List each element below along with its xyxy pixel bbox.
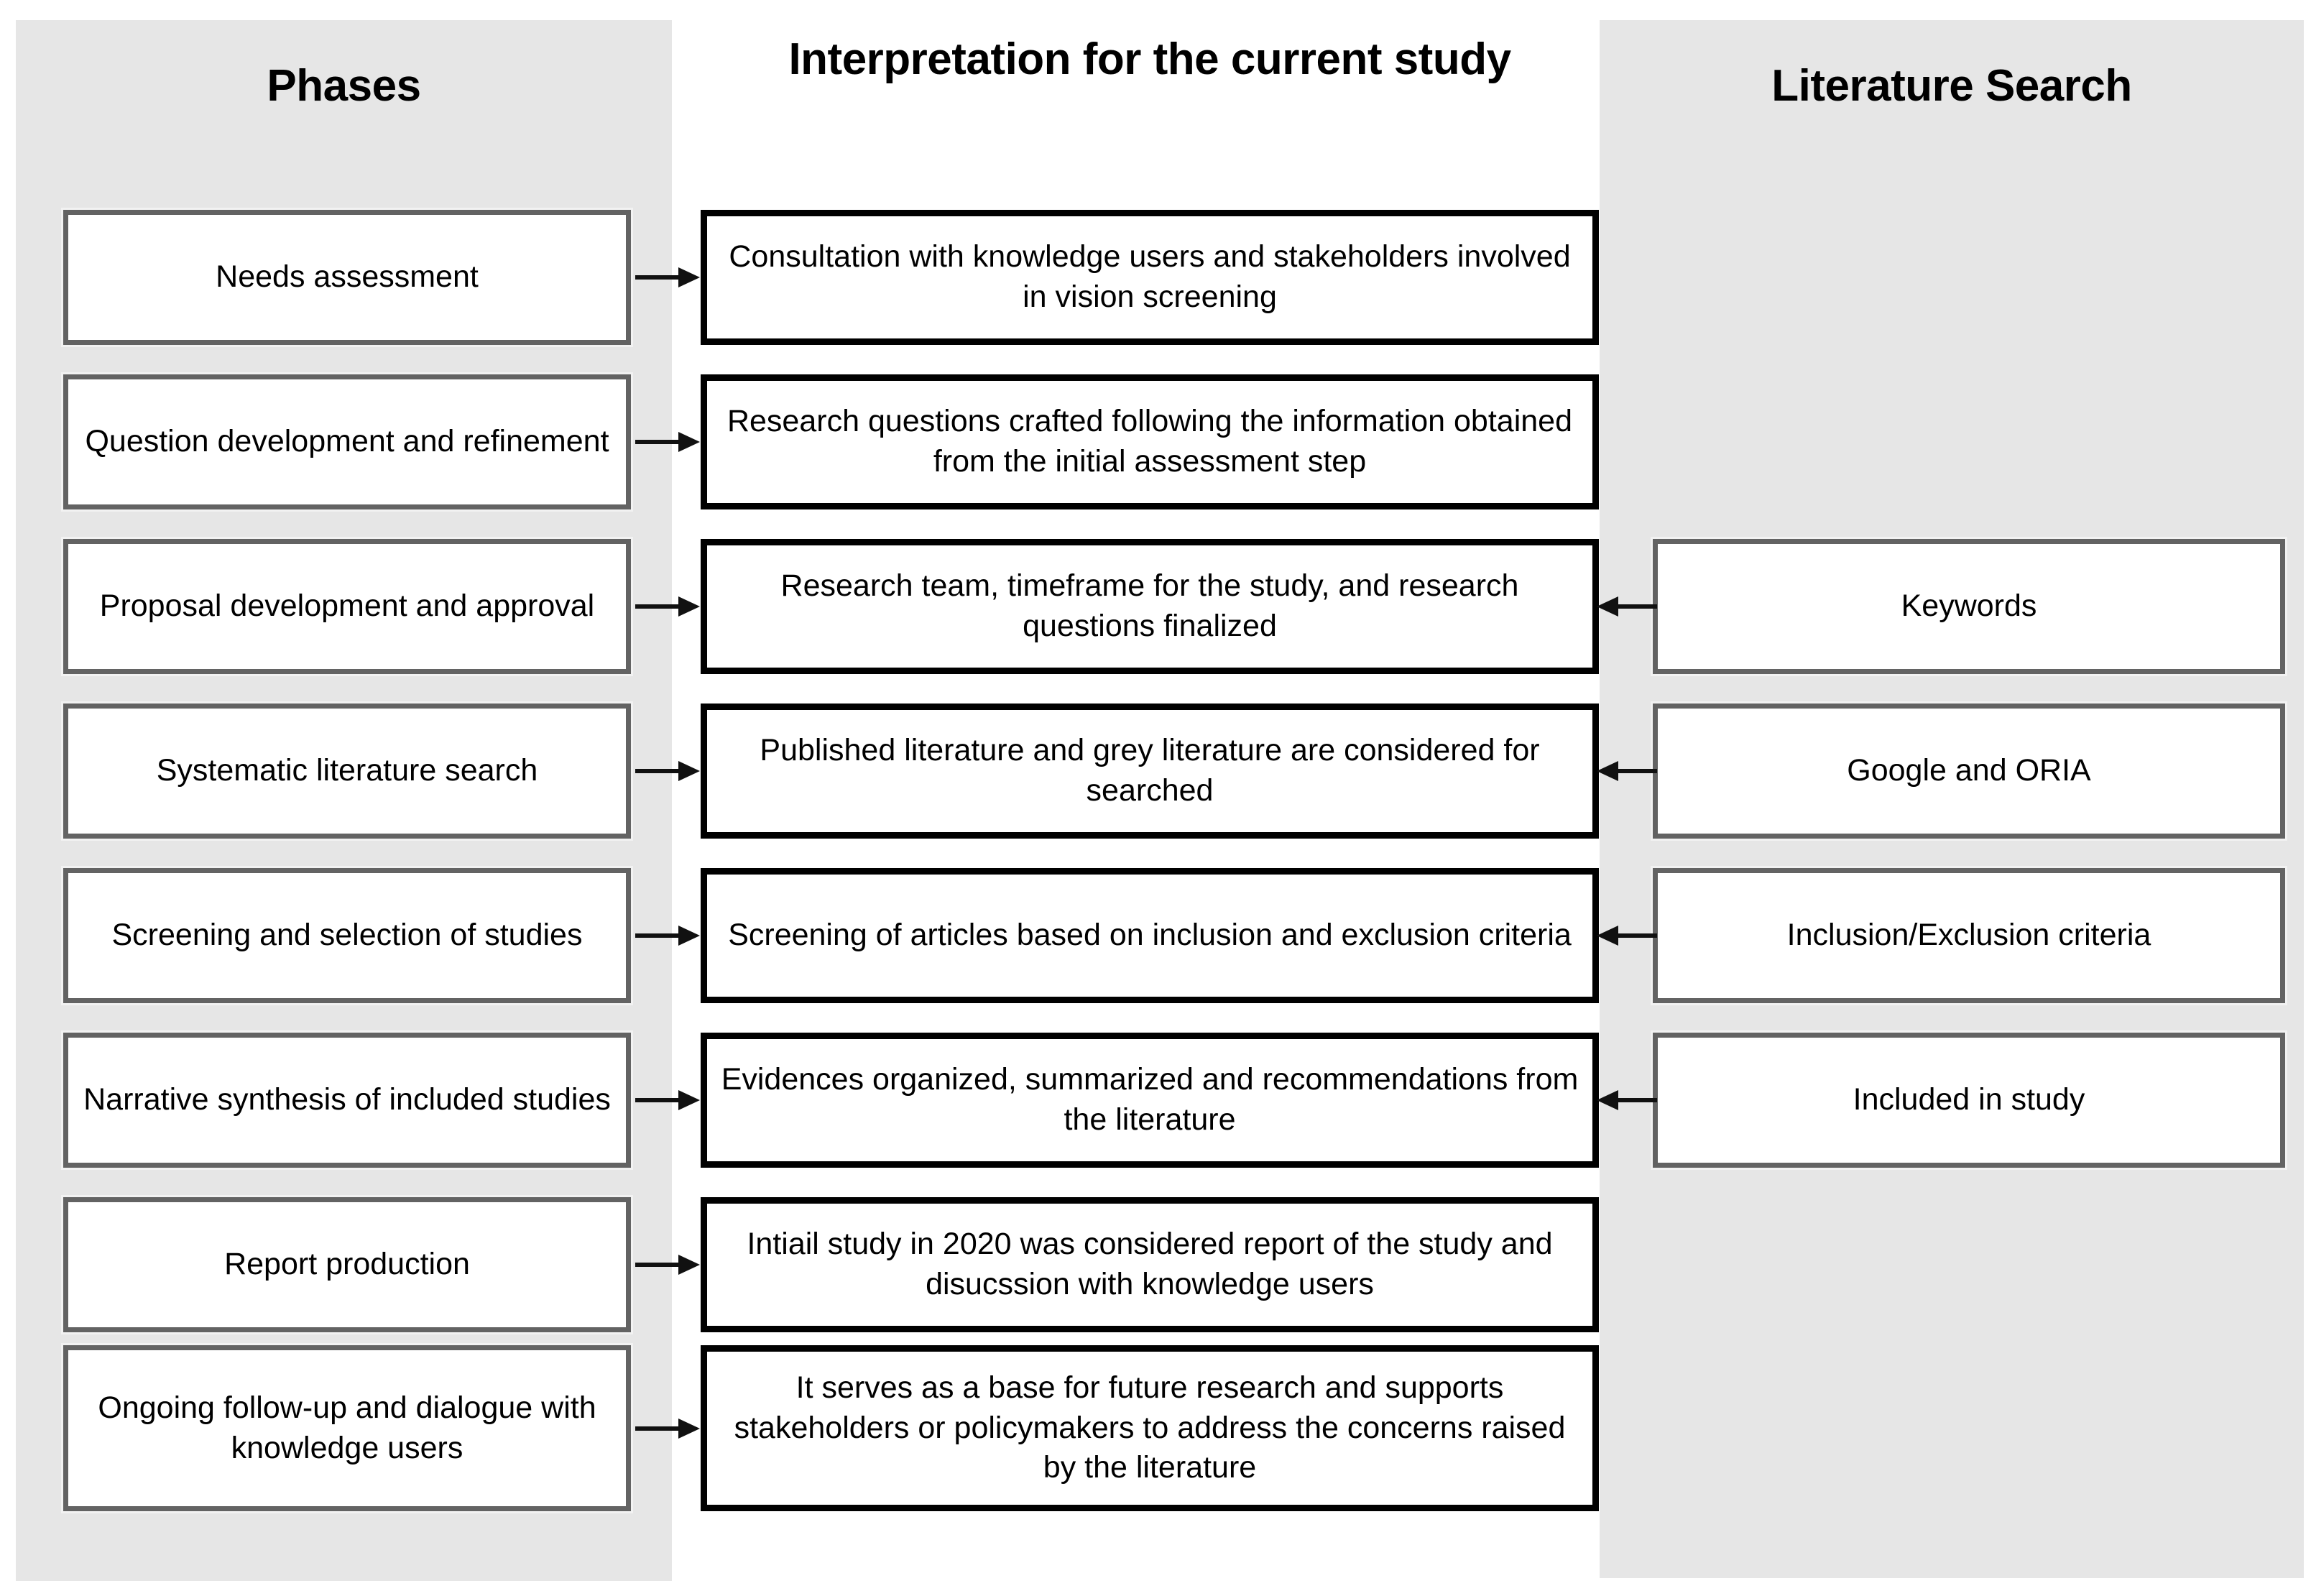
- arrow-right-icon: [635, 263, 704, 292]
- arrow-right-icon: [635, 757, 704, 785]
- arrow-left-icon: [1597, 921, 1657, 950]
- phase-box: Screening and selection of studies: [63, 868, 631, 1003]
- arrow-left-icon: [1597, 592, 1657, 621]
- interpretation-box: Published literature and grey literature…: [701, 704, 1599, 839]
- interpretation-box: It serves as a base for future research …: [701, 1345, 1599, 1511]
- phase-box: Proposal development and approval: [63, 539, 631, 674]
- interpretation-column-title: Interpretation for the current study: [788, 34, 1511, 84]
- arrow-right-icon: [635, 592, 704, 621]
- phase-box: Narrative synthesis of included studies: [63, 1033, 631, 1168]
- arrow-right-icon: [635, 428, 704, 456]
- arrow-right-icon: [635, 1414, 704, 1443]
- phase-box: Report production: [63, 1197, 631, 1332]
- literature-search-column-title: Literature Search: [1771, 61, 2132, 111]
- arrow-right-icon: [635, 921, 704, 950]
- interpretation-box: Consultation with knowledge users and st…: [701, 210, 1599, 345]
- interpretation-box: Evidences organized, summarized and reco…: [701, 1033, 1599, 1168]
- interpretation-box: Screening of articles based on inclusion…: [701, 868, 1599, 1003]
- arrow-left-icon: [1597, 1086, 1657, 1115]
- interpretation-box: Research questions crafted following the…: [701, 374, 1599, 509]
- phases-column-title: Phases: [267, 61, 421, 111]
- literature-box: Included in study: [1653, 1033, 2285, 1168]
- phase-box: Ongoing follow-up and dialogue with know…: [63, 1345, 631, 1511]
- literature-box: Inclusion/Exclusion criteria: [1653, 868, 2285, 1003]
- arrow-left-icon: [1597, 757, 1657, 785]
- phase-box: Question development and refinement: [63, 374, 631, 509]
- interpretation-box: Intiail study in 2020 was considered rep…: [701, 1197, 1599, 1332]
- literature-box: Keywords: [1653, 539, 2285, 674]
- arrow-right-icon: [635, 1086, 704, 1115]
- interpretation-box: Research team, timeframe for the study, …: [701, 539, 1599, 674]
- arrow-right-icon: [635, 1250, 704, 1279]
- phase-box: Systematic literature search: [63, 704, 631, 839]
- literature-box: Google and ORIA: [1653, 704, 2285, 839]
- phase-box: Needs assessment: [63, 210, 631, 345]
